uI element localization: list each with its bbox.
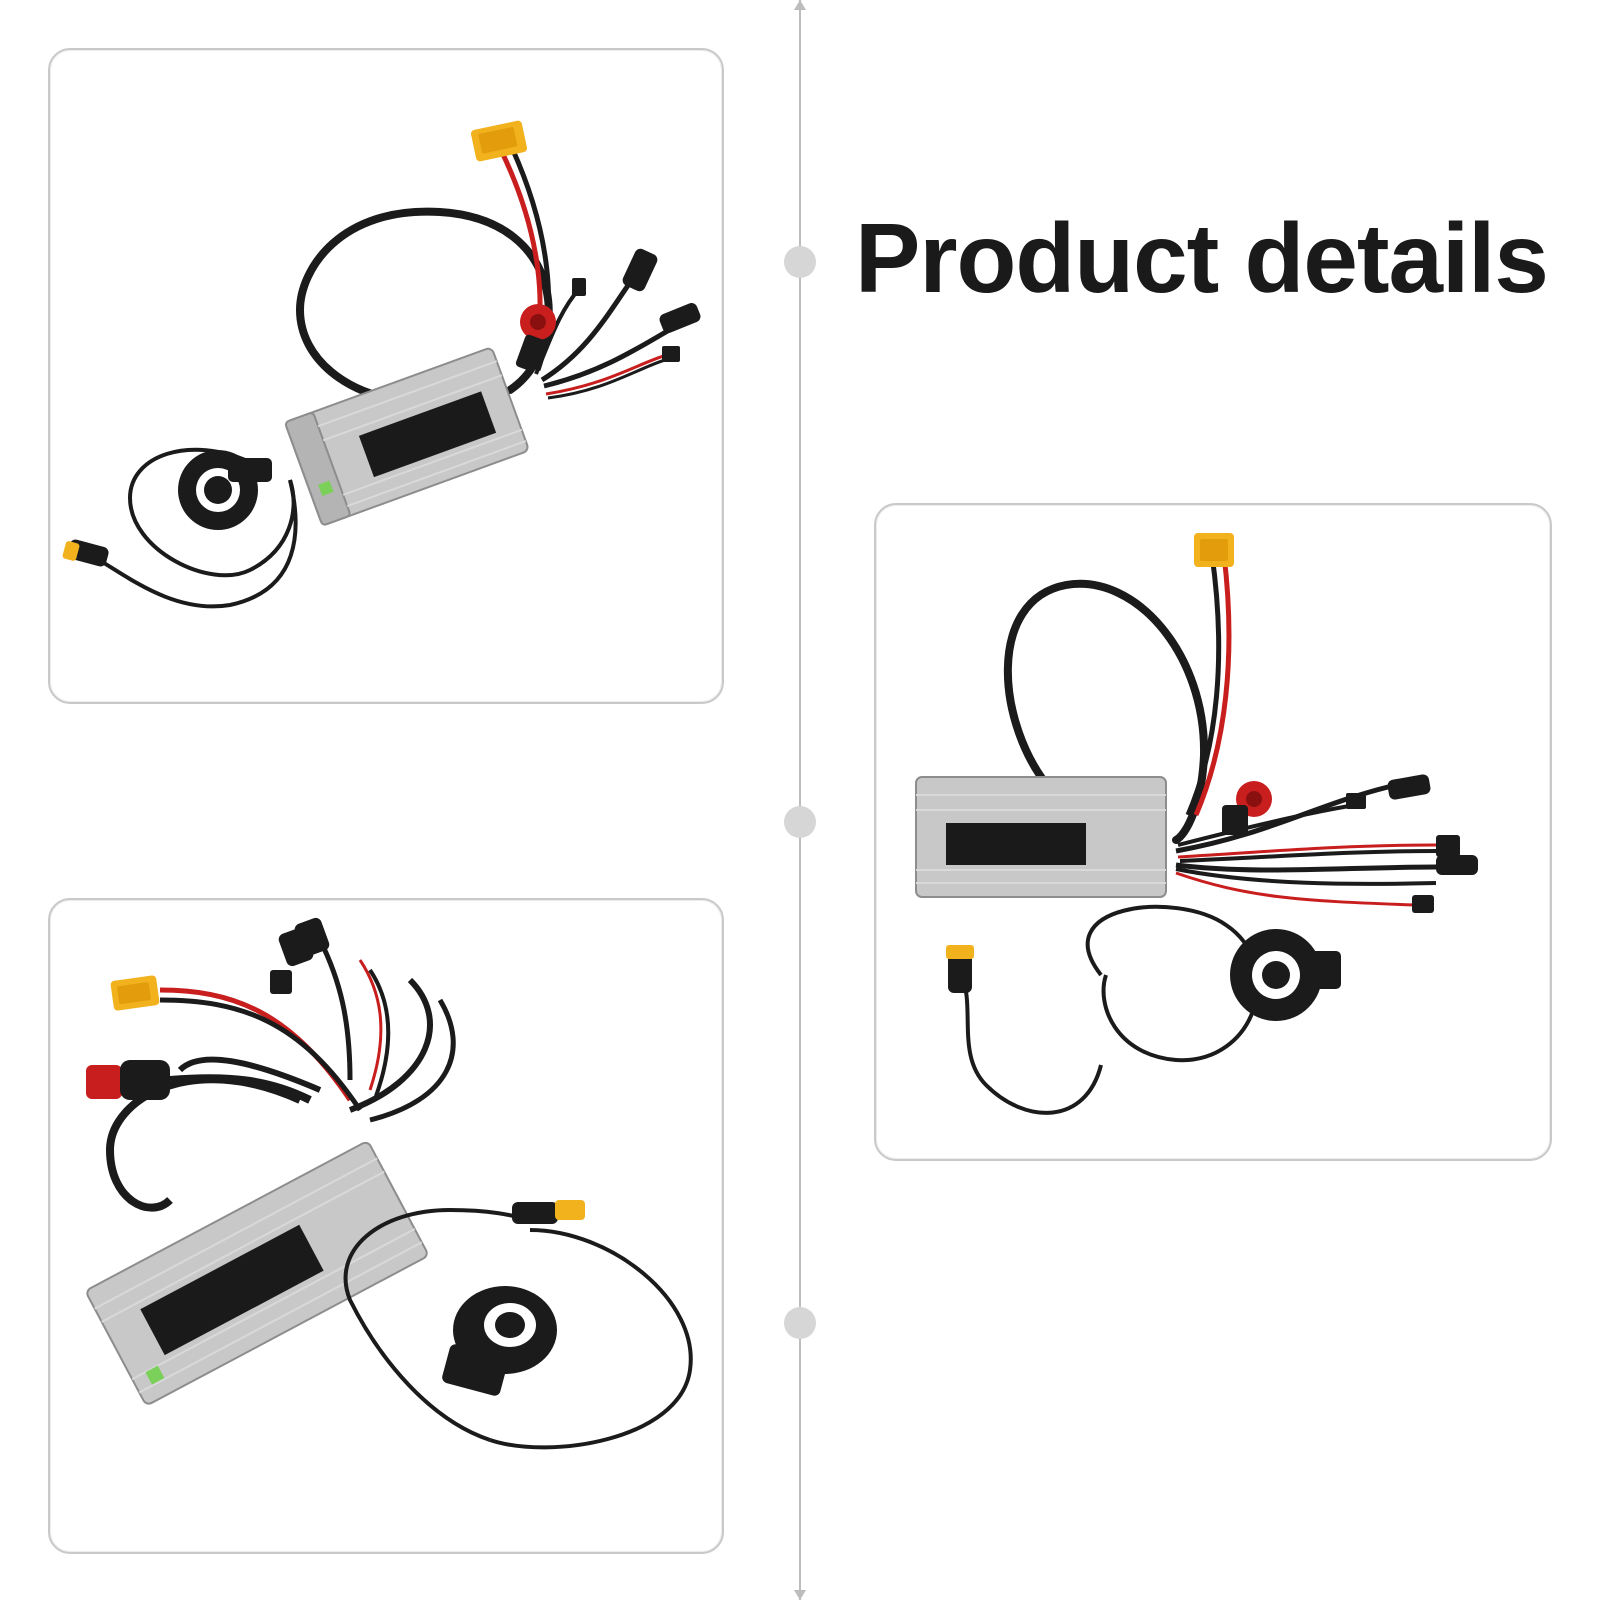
timeline-arrow-up-icon <box>794 0 806 10</box>
controller-illustration <box>62 120 701 609</box>
timeline-arrow-down-icon <box>794 1590 806 1600</box>
timeline-dot-icon <box>784 1307 816 1339</box>
timeline-dot-icon <box>784 246 816 278</box>
product-image-card <box>48 48 724 704</box>
controller-illustration <box>915 533 1478 1115</box>
page-title: Product details <box>855 203 1549 313</box>
product-image-card <box>874 503 1552 1161</box>
timeline-dot-icon <box>784 806 816 838</box>
product-image-card <box>48 898 724 1554</box>
controller-illustration <box>86 917 693 1450</box>
timeline-line <box>799 0 801 1600</box>
